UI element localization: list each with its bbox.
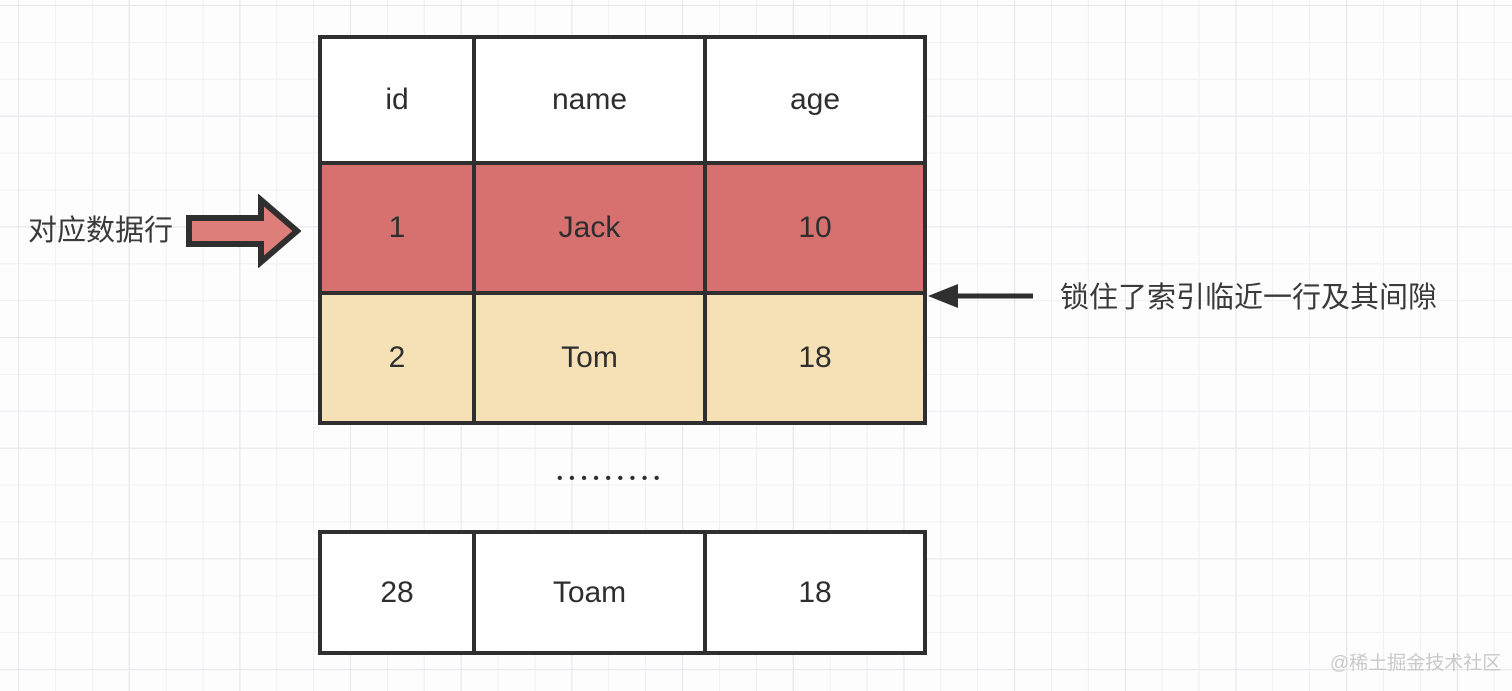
watermark-text: @稀土掘金技术社区 [1330,653,1502,674]
gap-row-cell-age: 18 [707,295,923,421]
locked-row-cell-age: 10 [707,165,923,291]
locked-row-cell-name: Jack [476,165,703,291]
gap-row-cell-name: Tom [476,295,703,421]
left-annotation-label: 对应数据行 [28,215,174,247]
bottom-index-table: 28 Toam 18 [318,530,927,655]
ellipsis-dots: ••••••••• [557,470,666,487]
red-arrow-icon [185,193,302,269]
right-annotation-label: 锁住了索引临近一行及其间隙 [1060,282,1438,314]
header-cell-age: age [707,39,923,161]
gap-row-cell-id: 2 [322,295,472,421]
black-arrow-icon [926,281,1036,311]
bottom-row-cell-age: 18 [707,534,923,651]
top-index-table: id name age 1 Jack 10 2 Tom 18 [318,35,927,425]
header-cell-id: id [322,39,472,161]
header-cell-name: name [476,39,703,161]
locked-row-cell-id: 1 [322,165,472,291]
bottom-row-cell-name: Toam [476,534,703,651]
bottom-row-cell-id: 28 [322,534,472,651]
